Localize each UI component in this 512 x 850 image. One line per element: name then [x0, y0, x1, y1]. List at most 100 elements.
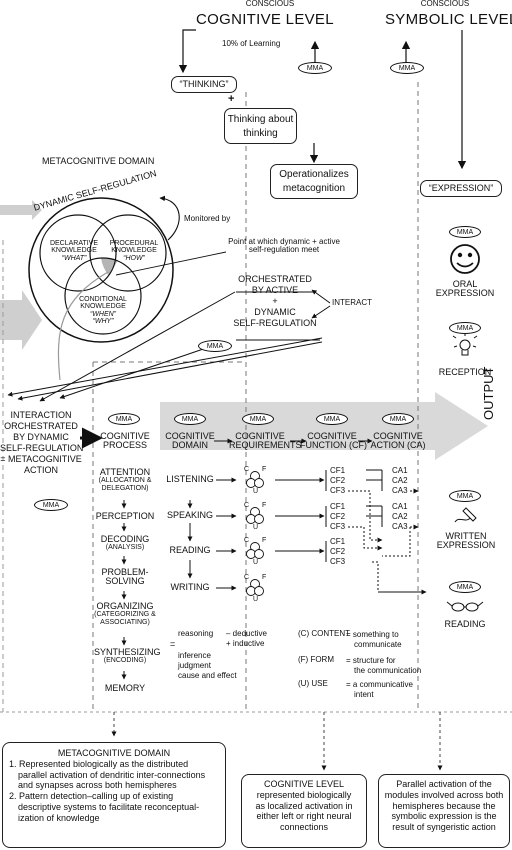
bottom-meta-title: METACOGNITIVE DOMAIN	[57, 748, 171, 758]
synth-l1: SYNTHESIZING	[94, 647, 161, 657]
diag-line-3	[39, 291, 236, 402]
col-func-l1: COGNITIVE	[307, 431, 357, 441]
organizing-l2: (CATEGORIZING &	[94, 611, 156, 619]
domain-req-arrows	[216, 477, 237, 591]
orchestrated-l1: ORCHESTRATED	[238, 274, 312, 284]
output-arrow	[160, 392, 488, 460]
process-perception: PERCEPTION	[95, 511, 155, 521]
legend-form-v2: the communication	[354, 666, 422, 675]
mma-badge-action: MMA	[382, 413, 414, 425]
ca-2-1: CA1	[392, 502, 408, 511]
bottom-meta-1a: 1. Represented biologically as the distr…	[9, 758, 189, 769]
req-f-4: F	[262, 574, 267, 581]
bottom-cognitive-box: COGNITIVE LEVEL represented biologically…	[241, 774, 367, 848]
bottom-sym-1: Parallel activation of the	[396, 779, 492, 789]
cf-1-3: CF3	[330, 486, 346, 495]
process-decoding: DECODING (ANALYSIS)	[94, 534, 156, 552]
legend-use-v2: intent	[354, 690, 374, 699]
req-u-4: U	[253, 596, 259, 603]
ca-group-2: CA1 CA2 CA3	[392, 502, 408, 532]
reasoning-equals: =	[170, 639, 176, 649]
conditional-l3: “WHEN”	[89, 310, 117, 318]
diag-line-2	[17, 341, 323, 401]
conscious-left-label: CONSCIOUS	[245, 0, 295, 8]
mma-badge-orchestrated: MMA	[198, 340, 232, 352]
conditional-l1: CONDITIONAL	[79, 296, 127, 303]
mma-badge-requirements: MMA	[242, 413, 274, 425]
col-process-l2: PROCESS	[102, 440, 147, 451]
interact-arrow-down	[311, 305, 331, 319]
dotted-connectors	[348, 488, 419, 592]
procedural-l1: PROCEDURAL	[109, 240, 159, 247]
interaction-l4: SELF-REGULATION	[0, 443, 84, 453]
cf-brackets	[325, 469, 427, 595]
bottom-cog-4: either left or right neural	[256, 811, 352, 822]
interaction-l2: ORCHESTRATED	[4, 421, 78, 431]
col-domain-l1: COGNITIVE	[165, 431, 215, 441]
plus-sign: +	[228, 93, 235, 105]
cf-3-1: CF1	[330, 537, 346, 546]
reception-label: RECEPTION	[438, 367, 492, 377]
legend-form-key: (F) FORM	[298, 655, 334, 664]
mma-badge-cognitive: MMA	[298, 62, 332, 74]
ca-1-3: CA3	[392, 486, 408, 495]
cf-2-3: CF3	[330, 522, 346, 531]
interact-label: INTERACT	[332, 298, 372, 307]
cf-group-2: CF1 CF2 CF3	[330, 502, 345, 532]
req-u-2: U	[253, 524, 259, 531]
mma-badge-reception: MMA	[449, 322, 481, 334]
cf-1-2: CF2	[330, 476, 346, 485]
domain-reading: READING	[169, 545, 211, 555]
domain-writing: WRITING	[170, 582, 210, 592]
mma-badge-domain: MMA	[174, 413, 206, 425]
diag-line-4	[59, 344, 216, 399]
metacognitive-domain-title: METACOGNITIVE DOMAIN	[42, 156, 155, 166]
bottom-cog-5: connections	[279, 822, 329, 833]
cf-2-1: CF1	[330, 502, 346, 511]
operationalizes-line1: Operationalizes	[279, 169, 349, 180]
organizing-l3: ASSOCIATING)	[100, 618, 150, 626]
procedural-label: PROCEDURAL KNOWLEDGE “HOW”	[102, 240, 166, 262]
oral-l2: EXPRESSION	[435, 288, 495, 299]
mma-badge-function: MMA	[316, 413, 348, 425]
interaction-l6: ACTION	[23, 465, 58, 475]
req-c-4: C	[244, 574, 250, 581]
decoding-l2: (ANALYSIS)	[105, 544, 145, 552]
dashed-process-box	[92, 361, 246, 710]
bottom-symbolic-box: Parallel activation of the modules invol…	[378, 774, 510, 848]
interaction-l1: INTERACTION	[10, 410, 72, 420]
lightbulb-icon	[452, 333, 478, 356]
ca-group-1: CA1 CA2 CA3	[392, 466, 408, 496]
bottom-meta-2a: 2. Pattern detection–calling up of exist…	[9, 791, 174, 802]
written-l2: EXPRESSION	[436, 540, 496, 551]
bottom-sym-2: modules involved across both	[384, 789, 504, 800]
legend-content-val: = something to communicate	[346, 630, 402, 650]
thinking-box: “THINKING”	[171, 76, 237, 93]
oral-l1: ORAL	[452, 279, 478, 289]
written-expression-label: WRITTEN EXPRESSION	[430, 531, 502, 551]
interaction-l5: = METACOGNITIVE	[0, 454, 82, 464]
thinking-about-box: Thinking about thinking	[224, 108, 297, 144]
req-cf-arrows	[275, 477, 325, 554]
procedural-l3: “HOW”	[123, 254, 145, 262]
process-memory: MEMORY	[104, 683, 146, 693]
venn-conditional	[64, 257, 142, 335]
glasses-icon	[446, 601, 484, 612]
venn-procedural	[89, 214, 167, 292]
cognitive-to-thinking-line	[178, 29, 196, 74]
synth-l2: (ENCODING)	[103, 657, 147, 665]
bottom-sym-5: result of syngeristic action	[392, 822, 496, 833]
problem-l2: SOLVING	[105, 576, 145, 587]
conditional-l2: KNOWLEDGE	[80, 303, 126, 311]
req-f-2: F	[262, 502, 267, 509]
thinking-about-line2: thinking	[243, 128, 278, 139]
operationalizes-box: Operationalizes metacognition	[270, 164, 358, 199]
domain-listening: LISTENING	[166, 474, 214, 484]
declarative-l2: KNOWLEDGE	[51, 247, 97, 255]
learning-percent: 10% of Learning	[222, 39, 281, 48]
cf-group-3: CF1 CF2 CF3	[330, 537, 345, 567]
legend-use-v1: = a communicative	[346, 680, 413, 689]
process-attention: ATTENTION (ALLOCATION & DELEGATION)	[94, 467, 156, 492]
oral-expression-label: ORAL EXPRESSION	[430, 279, 500, 299]
ca-1-2: CA2	[392, 476, 408, 485]
